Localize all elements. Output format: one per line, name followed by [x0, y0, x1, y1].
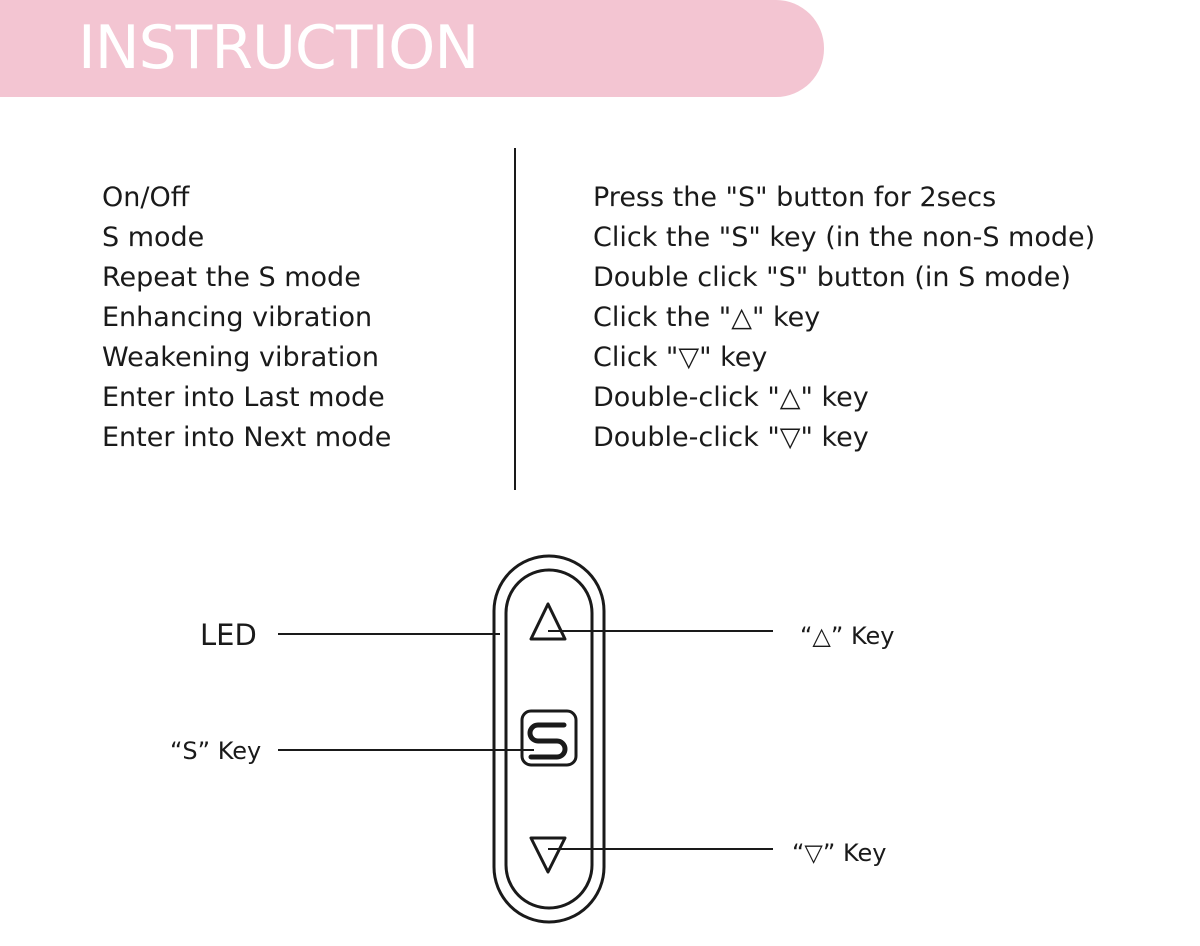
column-divider — [514, 148, 516, 490]
function-item: Repeat the S mode — [102, 262, 361, 293]
action-item: Press the "S" button for 2secs — [593, 182, 997, 213]
s-key-label: “S” Key — [170, 737, 262, 765]
action-list: Press the "S" button for 2secs Click the… — [593, 178, 1095, 458]
header-banner — [0, 0, 824, 97]
action-item: Double click "S" button (in S mode) — [593, 262, 1071, 293]
down-key-label: “▽” Key — [792, 839, 887, 867]
remote-inner-outline — [504, 568, 594, 910]
action-item: Double-click "△" key — [593, 382, 869, 413]
action-item: Click the "△" key — [593, 302, 821, 333]
function-item: Weakening vibration — [102, 342, 379, 373]
up-key-label: “△” Key — [800, 622, 895, 650]
function-item: Enter into Next mode — [102, 422, 392, 453]
s-logo-icon[interactable] — [520, 709, 578, 767]
function-item: S mode — [102, 222, 205, 253]
action-item: Click "▽" key — [593, 342, 768, 373]
function-item: Enhancing vibration — [102, 302, 373, 333]
page-title: INSTRUCTION — [78, 13, 479, 83]
up-triangle-icon[interactable] — [529, 602, 567, 641]
function-item: On/Off — [102, 182, 190, 213]
down-triangle-icon[interactable] — [529, 836, 567, 874]
function-item: Enter into Last mode — [102, 382, 385, 413]
remote-outer-outline — [492, 554, 606, 924]
action-item: Double-click "▽" key — [593, 422, 869, 453]
led-label: LED — [200, 618, 257, 652]
function-list: On/Off S mode Repeat the S mode Enhancin… — [102, 178, 391, 458]
action-item: Click the "S" key (in the non-S mode) — [593, 222, 1096, 253]
